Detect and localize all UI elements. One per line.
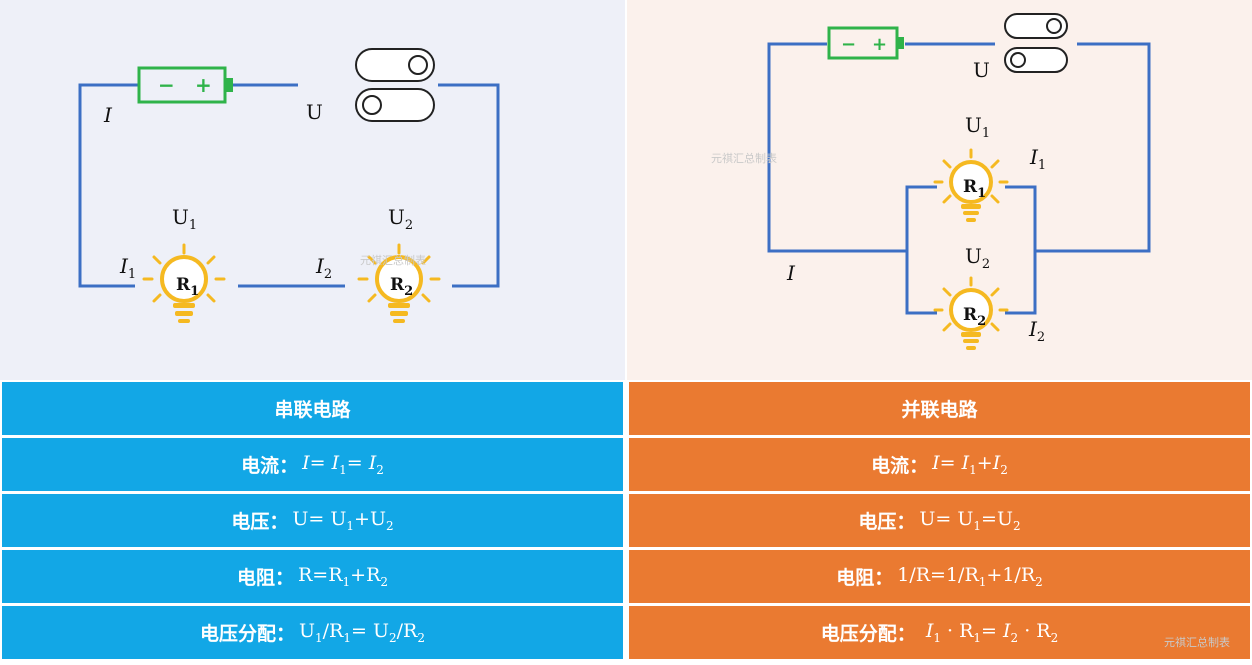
parallel-u1-label: U1 — [965, 113, 990, 141]
series-r2-label: R2 — [390, 275, 413, 299]
parallel-resistance-row: 电阻： 1/R=1/R1+1/R2 — [629, 550, 1250, 603]
series-circuit-diagram: − + — [0, 0, 625, 380]
series-formula-table: 串联电路 电流： I= I1= I2 电压： U= U1+U2 电阻： R=R1… — [0, 380, 625, 665]
parallel-i2-label: I2 — [1028, 317, 1045, 345]
series-current-row: 电流： I= I1= I2 — [2, 438, 623, 491]
parallel-source-current-label: I — [786, 261, 796, 285]
battery-icon: − + — [827, 26, 904, 60]
series-i2-label: I2 — [315, 254, 332, 282]
series-distribution-row: 电压分配： U1/R1= U2/R2 — [2, 606, 623, 659]
bulb-icon — [933, 276, 1009, 350]
parallel-wire-outer-left — [767, 42, 907, 253]
parallel-r1-label: R1 — [963, 177, 986, 201]
parallel-battery-plus: + — [872, 34, 887, 55]
parallel-title: 并联电路 — [629, 382, 1250, 435]
series-source-current-label: I — [103, 103, 113, 127]
parallel-circuit-diagram: − + — [627, 0, 1252, 380]
parallel-distribution-row: 电压分配： I1 · R1= I2 · R2 — [629, 606, 1250, 659]
parallel-r2-label: R2 — [963, 305, 986, 329]
series-wire-right — [438, 83, 500, 288]
parallel-voltage-row: 电压： U= U1=U2 — [629, 494, 1250, 547]
parallel-branch-right — [1005, 185, 1037, 315]
parallel-formula-table: 并联电路 电流： I= I1+I2 电压： U= U1=U2 电阻： 1/R=1… — [627, 380, 1252, 665]
watermark: 元祺汇总制表 — [1164, 636, 1230, 649]
battery-plus: + — [195, 73, 212, 97]
parallel-source-voltage-label: U — [973, 58, 990, 82]
series-voltage-row: 电压： U= U1+U2 — [2, 494, 623, 547]
series-resistance-row: 电阻： R=R1+R2 — [2, 550, 623, 603]
parallel-battery-minus: − — [841, 34, 856, 55]
battery-icon: − + — [137, 66, 233, 104]
series-r1-label: R1 — [176, 275, 199, 299]
parallel-current-row: 电流： I= I1+I2 — [629, 438, 1250, 491]
watermark: 元祺汇总制表 — [711, 151, 777, 165]
bulb-icon — [357, 243, 441, 323]
parallel-u2-label: U2 — [965, 244, 990, 272]
series-title: 串联电路 — [2, 382, 623, 435]
battery-minus: − — [158, 73, 175, 97]
parallel-wire-outer-right — [1035, 42, 1151, 253]
series-u1-label: U1 — [172, 205, 197, 233]
bulb-icon — [933, 148, 1009, 222]
series-i1-label: I1 — [119, 254, 136, 282]
parallel-i1-label: I1 — [1029, 145, 1046, 173]
series-source-voltage-label: U — [306, 100, 323, 124]
parallel-branch-left — [905, 185, 937, 315]
switch-icon — [1004, 13, 1068, 73]
parallel-circuit-svg: − + — [711, 13, 1151, 350]
watermark: 元祺汇总制表 — [360, 253, 426, 267]
bulb-icon — [142, 243, 226, 323]
switch-icon — [355, 48, 435, 122]
series-circuit-svg: − + — [78, 48, 500, 323]
series-u2-label: U2 — [388, 205, 413, 233]
series-wire-left — [78, 83, 138, 288]
